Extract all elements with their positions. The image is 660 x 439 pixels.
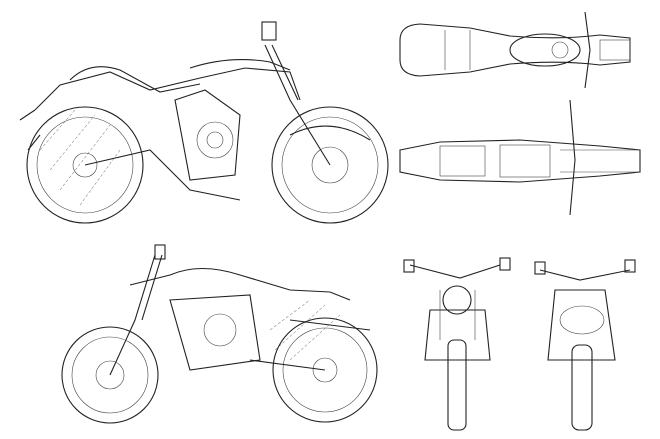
motorcycle-left-side-view: [61, 244, 378, 424]
motorcycle-top-view: [399, 11, 631, 89]
motorcycle-rear-view: [534, 259, 636, 431]
motorcycle-right-side-view: [19, 21, 389, 224]
motorcycle-front-view: [403, 257, 511, 431]
motorcycle-bottom-view: [399, 99, 641, 216]
